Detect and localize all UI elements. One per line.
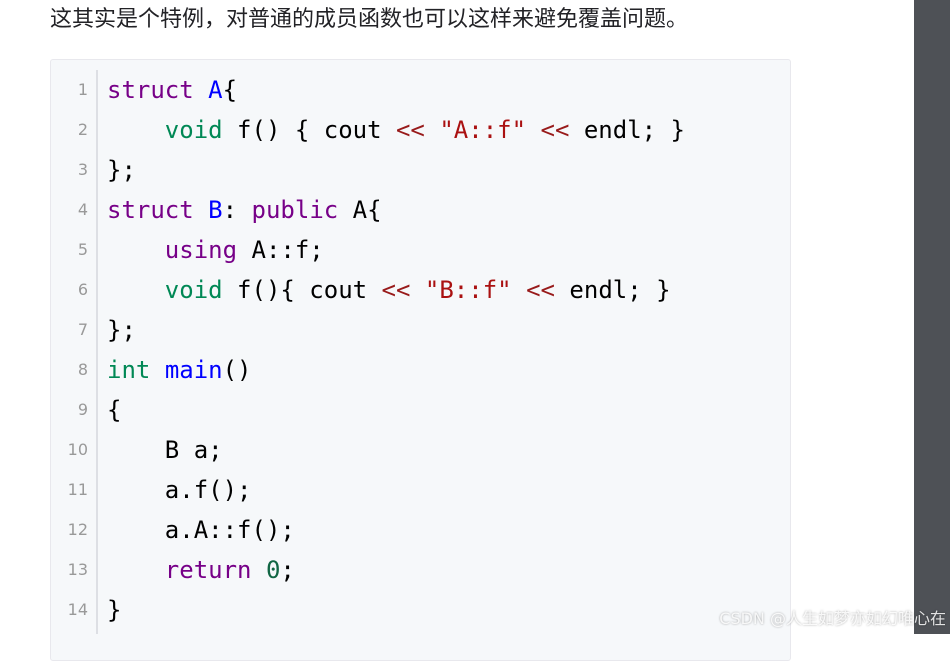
- code-token: [410, 276, 424, 304]
- code-token: public: [251, 196, 339, 224]
- code-text: }: [107, 590, 121, 630]
- code-token: <<: [395, 116, 425, 144]
- code-token: [526, 116, 540, 144]
- code-text: void f() { cout << "A::f" << endl; }: [107, 110, 685, 150]
- code-token: 0: [265, 556, 281, 584]
- code-token: <<: [540, 116, 570, 144]
- code-token: int: [107, 356, 151, 384]
- code-token: B a;: [107, 436, 223, 464]
- code-text: using A::f;: [107, 230, 324, 270]
- code-token: {: [222, 76, 238, 104]
- code-token: a.A::f();: [107, 516, 295, 544]
- code-text: void f(){ cout << "B::f" << endl; }: [107, 270, 671, 310]
- code-text: int main(): [107, 350, 252, 390]
- code-token: [194, 76, 208, 104]
- code-token: (): [222, 356, 252, 384]
- code-text: B a;: [107, 430, 223, 470]
- code-token: [425, 116, 439, 144]
- code-token: [107, 556, 165, 584]
- code-token: [512, 276, 526, 304]
- line-number: 4: [77, 200, 88, 219]
- code-token: a.f();: [107, 476, 252, 504]
- code-token: struct: [107, 76, 194, 104]
- code-text: return 0;: [107, 550, 295, 590]
- code-token: [107, 276, 165, 304]
- code-token: <<: [526, 276, 555, 304]
- line-number: 6: [77, 280, 88, 299]
- line-number: 11: [67, 480, 88, 499]
- code-token: f(){ cout: [222, 276, 382, 304]
- code-token: "B::f": [424, 276, 512, 304]
- page-scrollbar[interactable]: [914, 0, 950, 634]
- code-token: void: [164, 116, 223, 144]
- code-token: return: [164, 556, 252, 584]
- code-text: {: [107, 390, 121, 430]
- code-token: [252, 556, 266, 584]
- code-text: struct B: public A{: [107, 190, 382, 230]
- code-text: a.f();: [107, 470, 252, 510]
- line-number: 5: [77, 240, 88, 259]
- code-text: a.A::f();: [107, 510, 295, 550]
- line-number: 7: [77, 320, 88, 339]
- code-token: A::f;: [237, 236, 324, 264]
- code-token: A{: [338, 196, 382, 224]
- line-number: 8: [77, 360, 88, 379]
- code-token: void: [164, 276, 223, 304]
- code-token: endl; }: [569, 116, 685, 144]
- code-token: };: [107, 156, 136, 184]
- line-number: 1: [77, 80, 88, 99]
- code-token: endl; }: [554, 276, 671, 304]
- code-token: [107, 236, 165, 264]
- code-token: {: [107, 396, 122, 424]
- code-token: using: [164, 236, 238, 264]
- code-text: struct A{: [107, 70, 237, 110]
- code-token: struct: [107, 196, 194, 224]
- line-number: 9: [77, 400, 88, 419]
- code-token: B: [208, 196, 223, 224]
- code-token: f() { cout: [222, 116, 396, 144]
- line-number: 10: [67, 440, 88, 459]
- code-token: [150, 356, 164, 384]
- code-token: <<: [381, 276, 411, 304]
- code-token: "A::f": [439, 116, 527, 144]
- code-token: :: [222, 196, 252, 224]
- code-token: [194, 196, 208, 224]
- line-number: 13: [67, 560, 88, 579]
- csdn-watermark: CSDN @人生如梦亦如幻唯心在: [719, 609, 946, 628]
- code-token: }: [107, 596, 122, 624]
- code-token: A: [208, 76, 223, 104]
- code-token: ;: [280, 556, 295, 584]
- intro-paragraph: 这其实是个特例，对普通的成员函数也可以这样来避免覆盖问题。: [50, 7, 689, 32]
- line-number: 14: [67, 600, 88, 619]
- code-text: };: [107, 150, 136, 190]
- line-number: 2: [77, 120, 88, 139]
- line-number: 12: [67, 520, 88, 539]
- code-token: main: [164, 356, 223, 384]
- line-number-gutter: [50, 70, 98, 634]
- code-token: [107, 116, 165, 144]
- code-block: [50, 59, 791, 661]
- code-text: };: [107, 310, 136, 350]
- line-number: 3: [77, 160, 88, 179]
- code-token: };: [107, 316, 136, 344]
